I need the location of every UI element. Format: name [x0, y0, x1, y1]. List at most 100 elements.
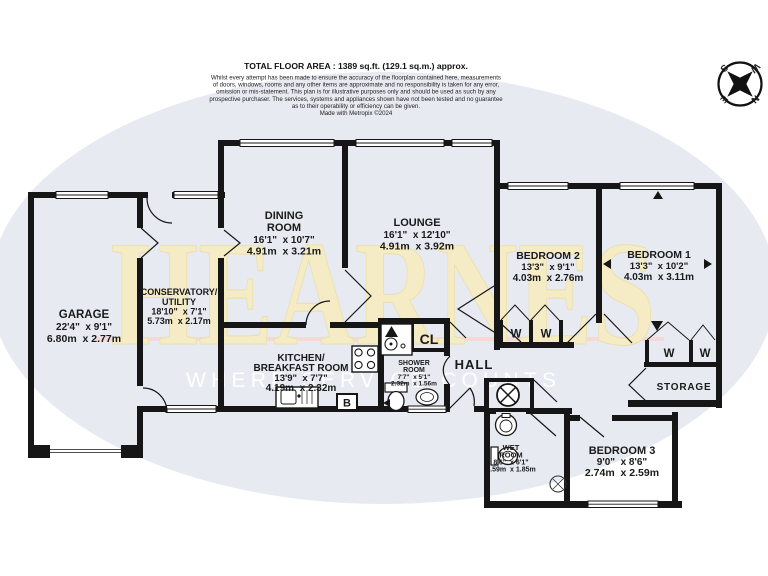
disclaimer-line: as to their operability or efficiency ca…	[292, 103, 421, 110]
conservatory-label: CONSERVATORY/ UTILITY 18'10" x 7'1" 5.73…	[141, 287, 218, 326]
sink	[275, 386, 319, 409]
room-metric: 2.32m x 1.56m	[391, 381, 437, 388]
room-imperial: 9'0" x 8'6"	[597, 457, 648, 468]
room-name: CONSERVATORY/	[141, 287, 218, 297]
room-name: SHOWER	[398, 360, 430, 367]
room-imperial: 18'10" x 7'1"	[151, 307, 206, 317]
watermark-ellipse	[0, 72, 768, 504]
door-opening	[140, 227, 159, 259]
room-imperial: 13'9" x 7'7"	[274, 373, 327, 384]
shower-drain	[549, 475, 567, 493]
windows	[55, 139, 695, 508]
kitchen-label: KITCHEN/ BREAKFAST ROOM 13'9" x 7'7" 4.1…	[254, 353, 349, 394]
disclaimer-line: prospective purchaser. The services, sys…	[209, 96, 503, 103]
room-metric: 2.74m x 2.59m	[585, 467, 659, 479]
wardrobe-label: W	[700, 348, 711, 360]
room-name: WET	[503, 443, 520, 452]
boiler-label: B	[343, 398, 351, 410]
arrow-up-icon	[385, 326, 398, 337]
bedroom2-label: BEDROOM 2 13'3" x 9'1" 4.03m x 2.76m	[513, 250, 584, 284]
room-metric: 5.73m x 2.17m	[147, 316, 211, 326]
shower-enclosure	[380, 323, 413, 356]
wardrobe-label: W	[664, 348, 675, 360]
door-opening	[223, 229, 241, 257]
hall-opening	[496, 319, 522, 343]
door-opening	[344, 269, 372, 323]
room-imperial: 13'3" x 9'1"	[521, 262, 574, 273]
front-door-swing	[469, 387, 475, 407]
room-imperial: 16'1" x 10'7"	[253, 235, 315, 246]
room-imperial: 8'6" x 6'1"	[493, 460, 528, 467]
bedroom3-door	[579, 416, 605, 438]
room-name: LOUNGE	[393, 217, 440, 229]
lounge-label: LOUNGE 16'1" x 12'10" 4.91m x 3.92m	[380, 217, 454, 253]
door-swing	[146, 197, 173, 224]
wet-room-basin	[494, 413, 518, 437]
stove	[351, 345, 379, 373]
front-door	[447, 387, 471, 411]
metropix-credit: Made with Metropix ©2024	[320, 110, 393, 117]
room-name: BEDROOM 1	[627, 249, 691, 261]
door-swing	[142, 387, 168, 413]
room-name: BEDROOM 3	[589, 445, 656, 457]
room-name: BREAKFAST ROOM	[254, 363, 349, 374]
boiler-box	[336, 393, 358, 411]
room-metric: 4.91m x 3.92m	[380, 241, 454, 253]
shower-door-swing	[442, 355, 451, 385]
room-metric: 6.80m x 2.77m	[47, 333, 121, 345]
compass-star	[727, 71, 753, 97]
room-name: ROOM	[267, 222, 301, 234]
total-floor-area: TOTAL FLOOR AREA : 1389 sq.ft. (129.1 sq…	[244, 61, 468, 71]
wash-basin	[415, 388, 439, 406]
watermark-tagline: WHERE SERVICE COUNTS	[186, 369, 556, 392]
disclaimer-line: Whilst every attempt has been made to en…	[211, 75, 501, 82]
compass-icon: N E S W	[717, 61, 763, 107]
door-opening	[456, 285, 495, 333]
bedroom2-door	[565, 313, 597, 345]
dining-room-label: DINING ROOM 16'1" x 10'7" 4.91m x 3.21m	[247, 210, 321, 258]
room-name: UTILITY	[162, 297, 196, 307]
fixtures	[275, 323, 567, 493]
closet-door	[449, 321, 467, 339]
room-metric: 4.03m x 3.11m	[624, 272, 694, 283]
closet-label: CL	[420, 331, 439, 347]
storage-label: STORAGE	[657, 382, 712, 393]
disclaimer-line: omission or mis-statement. This plan is …	[216, 89, 497, 96]
light-icon	[496, 383, 520, 407]
hall-label: HALL	[455, 357, 494, 372]
bedroom3-label: BEDROOM 3 9'0" x 8'6" 2.74m x 2.59m	[585, 445, 659, 479]
storage-opening	[628, 367, 647, 402]
arrow-down-icon	[651, 321, 663, 331]
room-imperial: 13'3" x 10'2"	[630, 261, 688, 272]
room-imperial: 22'4" x 9'1"	[56, 322, 112, 333]
doors-and-openings	[36, 197, 647, 453]
room-name: GARAGE	[59, 309, 110, 321]
room-metric: 4.03m x 2.76m	[513, 273, 584, 284]
compass-ring	[717, 61, 763, 107]
bedroom1-label: BEDROOM 1 13'3" x 10'2" 4.03m x 3.11m	[624, 249, 694, 283]
room-imperial: 7'7" x 5'1"	[398, 374, 431, 381]
door-swing	[305, 300, 331, 326]
wardrobe-label: W	[511, 329, 522, 341]
hall-opening	[533, 379, 558, 403]
arrow-right-icon	[704, 259, 712, 269]
wardrobe-label: W	[541, 329, 552, 341]
window	[55, 139, 695, 508]
garage-label: GARAGE 22'4" x 9'1" 6.80m x 2.77m	[47, 309, 121, 345]
room-name: KITCHEN/	[277, 353, 324, 364]
wet-room-toilet	[490, 446, 519, 466]
room-name: ROOM	[403, 367, 425, 374]
room-metric: 4.91m x 3.21m	[247, 246, 321, 258]
arrow-left-icon	[603, 259, 611, 269]
wet-room-label: WET ROOM 8'6" x 6'1" 2.59m x 1.85m	[486, 443, 535, 474]
disclaimer-line: of doors, windows, rooms and any other i…	[213, 82, 500, 89]
header: TOTAL FLOOR AREA : 1389 sq.ft. (129.1 sq…	[209, 61, 503, 117]
cupboard	[484, 378, 534, 412]
room-labels: GARAGE 22'4" x 9'1" 6.80m x 2.77m CONSER…	[47, 210, 712, 479]
room-name: BEDROOM 2	[516, 250, 580, 262]
arrow-left-icon	[383, 399, 390, 407]
wet-room-door	[529, 412, 557, 437]
